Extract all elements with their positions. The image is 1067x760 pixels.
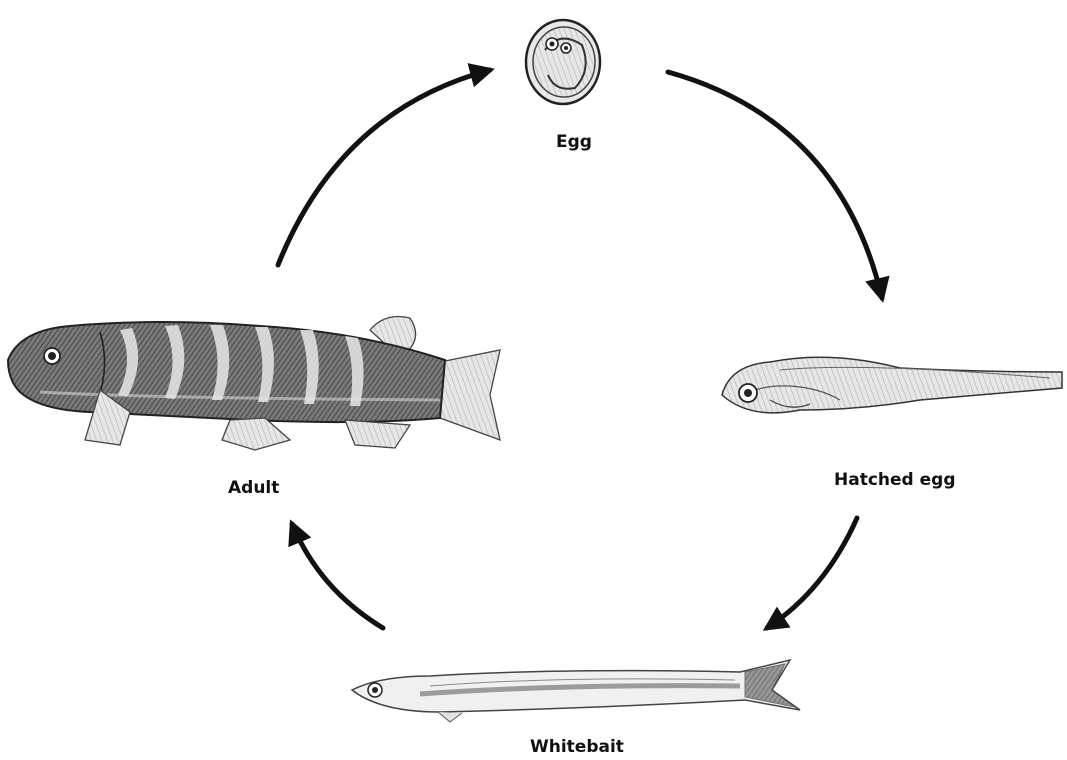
stage-label-whitebait: Whitebait	[530, 737, 624, 757]
egg-illustration	[526, 20, 600, 104]
stage-label-adult: Adult	[228, 478, 279, 498]
stage-label-egg: Egg	[556, 132, 592, 152]
whitebait-illustration	[352, 660, 800, 722]
hatched-egg-illustration	[722, 357, 1062, 413]
adult-fish-illustration	[8, 317, 500, 451]
stage-label-hatched-egg: Hatched egg	[834, 470, 956, 490]
arrow-whitebait-to-adult	[292, 524, 383, 628]
arrow-hatched-to-whitebait	[767, 518, 857, 628]
arrow-adult-to-egg	[278, 70, 490, 265]
arrow-egg-to-hatched	[668, 72, 882, 298]
